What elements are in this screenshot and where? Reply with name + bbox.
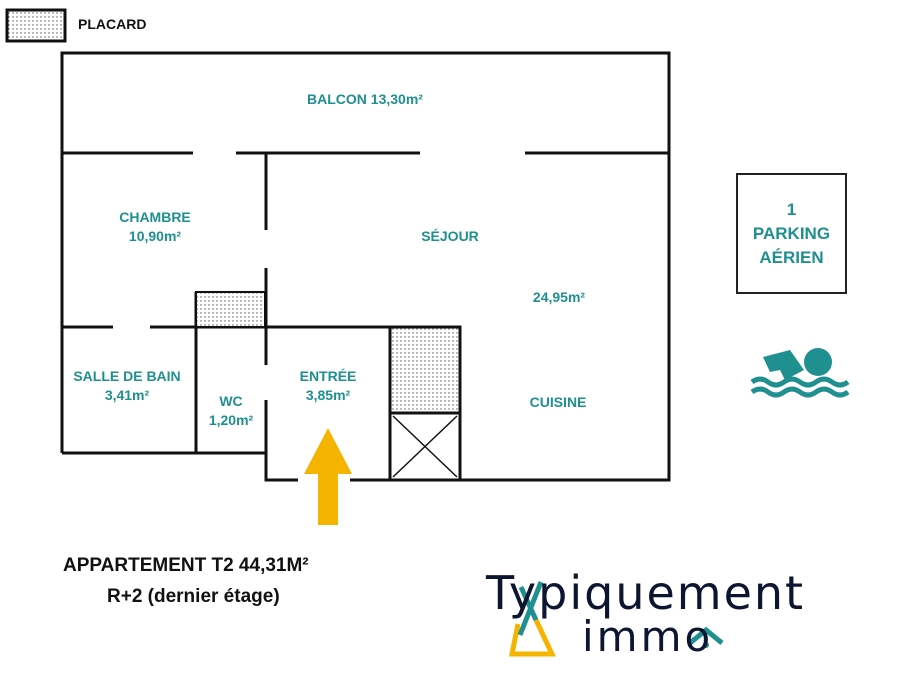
entrance-arrow [304, 428, 352, 525]
placard-kitchen [388, 325, 462, 415]
walls [60, 51, 671, 482]
room-balcon: BALCON 13,30m² [307, 91, 423, 107]
room-area: 3,41m² [104, 387, 150, 403]
room-area: 10,90m² [128, 228, 182, 244]
room-sejour: SÉJOUR [421, 228, 479, 244]
room-wc: WC 1,20m² [209, 392, 253, 430]
room-chambre: CHAMBRE 10,90m² [119, 208, 191, 246]
swimming-pool-icon [750, 348, 850, 398]
apartment-title: APPARTEMENT T2 44,31M² [63, 555, 309, 576]
room-name: CHAMBRE [119, 209, 191, 225]
room-area: 3,85m² [305, 387, 351, 403]
logo-text-bottom: immo [582, 612, 714, 661]
room-salle-de-bain: SALLE DE BAIN 3,41m² [73, 367, 180, 405]
room-sejour-area: 24,95m² [532, 289, 586, 305]
logo-mark [508, 581, 724, 657]
room-name: ENTRÉE [299, 368, 357, 384]
logo-text-top: Typiquement [486, 566, 806, 620]
placard-legend-swatch [5, 8, 67, 43]
room-name: WC [219, 393, 243, 409]
parking-label: PARKING [752, 224, 831, 243]
placard-wc [195, 291, 266, 328]
parking-type: AÉRIEN [759, 248, 824, 267]
room-entree: ENTRÉE 3,85m² [300, 367, 357, 405]
room-name: SALLE DE BAIN [73, 368, 181, 384]
placard-legend-label: PLACARD [78, 16, 147, 32]
kitchen-appliance [388, 411, 462, 482]
apartment-floor: R+2 (dernier étage) [107, 586, 280, 607]
room-cuisine: CUISINE [529, 394, 587, 410]
parking-count: 1 [786, 200, 797, 219]
room-area: 1,20m² [208, 412, 254, 428]
